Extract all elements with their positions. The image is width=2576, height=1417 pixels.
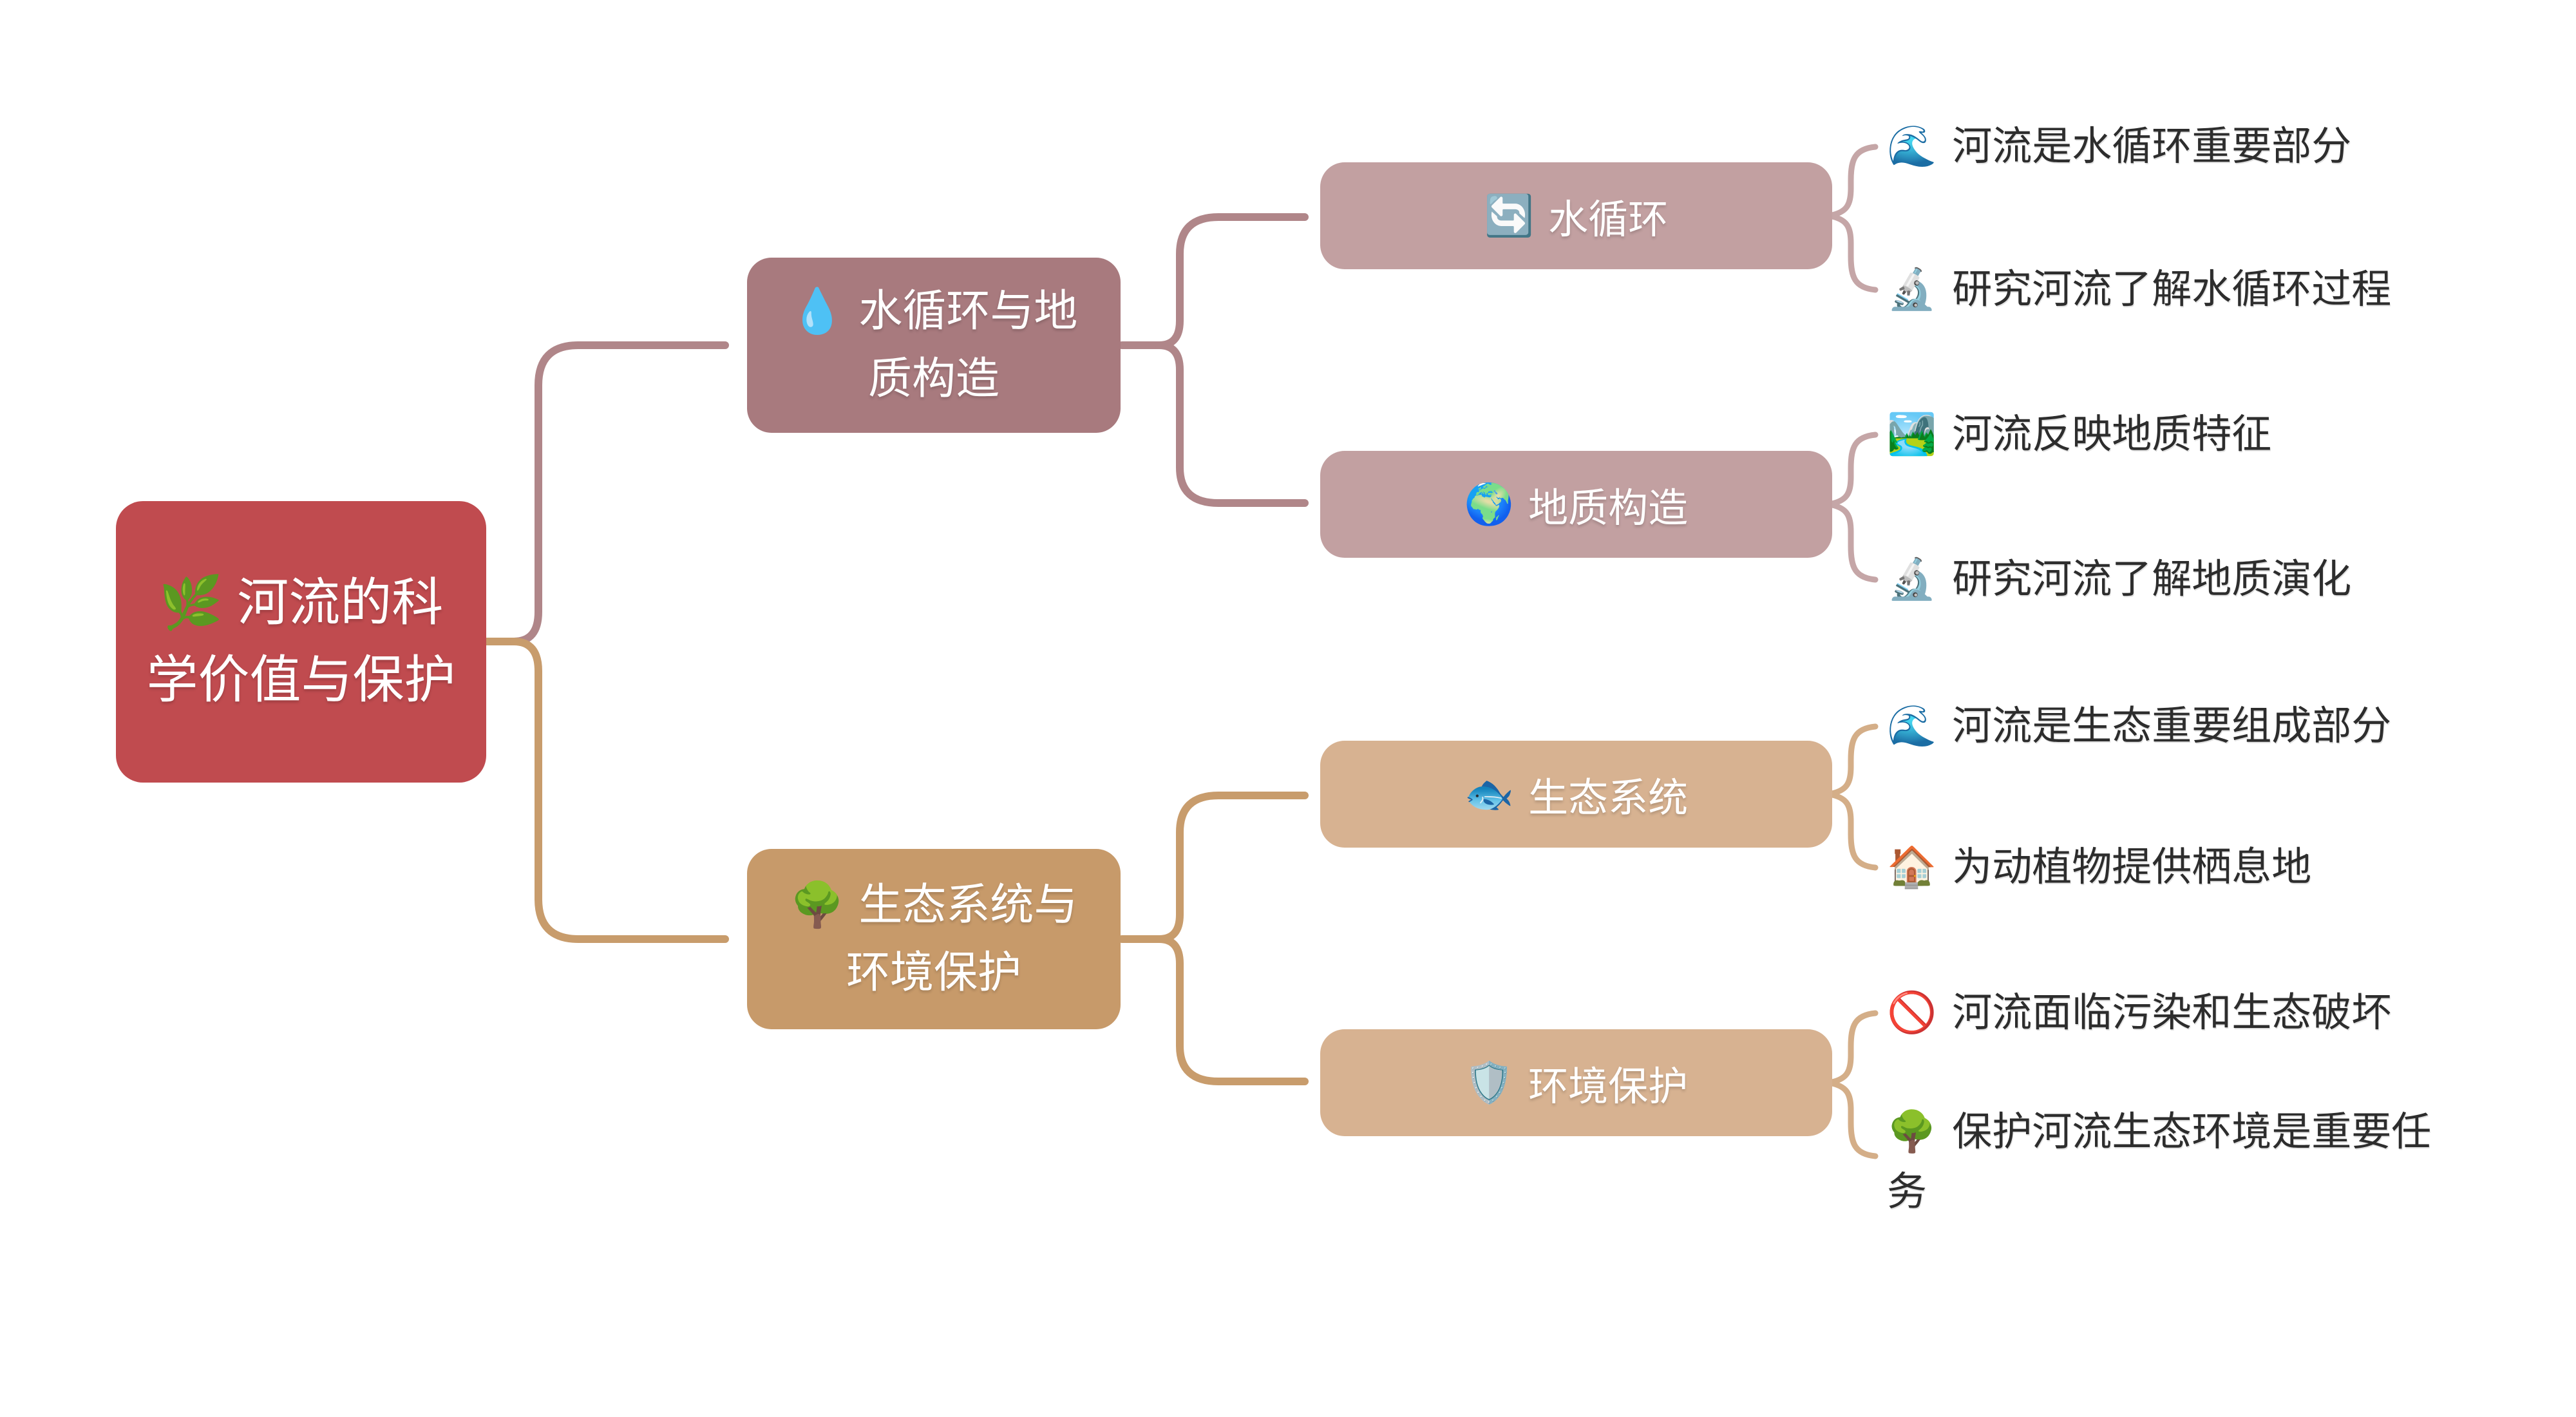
leaf-item-water-cycle-1[interactable]: 🌊 河流是水循环重要部分: [1887, 117, 2531, 177]
topic-env-label: 环境保护: [1528, 1065, 1689, 1109]
leaf-text: 河流面临污染和生态破坏: [1952, 991, 2392, 1035]
branch-node-eco-protection[interactable]: 🌳生态系统与环境保护: [747, 849, 1121, 1029]
leaf-item-geology-2[interactable]: 🔬 研究河流了解地质演化: [1887, 550, 2531, 610]
fish-icon: 🐟: [1464, 772, 1515, 817]
connector-root-to-branch-water: [510, 341, 729, 645]
leaf-text: 研究河流了解地质演化: [1952, 558, 2352, 602]
topic-node-ecosystem[interactable]: 🐟 生态系统: [1320, 741, 1832, 848]
wave-icon: 🌊: [1887, 705, 1937, 748]
leaf-text: 河流是水循环重要部分: [1952, 125, 2352, 169]
leaf-item-water-cycle-2[interactable]: 🔬 研究河流了解水循环过程: [1887, 260, 2531, 320]
leaf-item-env-protection-1[interactable]: 🚫 河流面临污染和生态破坏: [1887, 984, 2531, 1043]
connector-branch-water-to-topic-water: [1155, 213, 1309, 349]
leaf-text: 河流反映地质特征: [1952, 413, 2272, 457]
mindmap-root-node[interactable]: 🌿河流的科学价值与保护: [116, 501, 486, 783]
microscope-icon: 🔬: [1887, 268, 1937, 312]
leaf-text: 为动植物提供栖息地: [1952, 846, 2312, 889]
branch-eco-label: 🌳生态系统与环境保护: [790, 880, 1078, 997]
prohibited-icon: 🚫: [1887, 991, 1937, 1035]
leaf-text: 河流是生态重要组成部分: [1952, 705, 2392, 748]
leaf-item-ecosystem-1[interactable]: 🌊 河流是生态重要组成部分: [1887, 697, 2531, 757]
leaf-item-ecosystem-2[interactable]: 🏠 为动植物提供栖息地: [1887, 838, 2531, 898]
leaf-text: 保护河流生态环境是重要任务: [1887, 1110, 2432, 1214]
wave-icon: 🌊: [1887, 125, 1937, 169]
leaf-text: 研究河流了解水循环过程: [1952, 268, 2392, 312]
brace-topic-water: [1826, 144, 1879, 293]
deciduous-tree-icon: 🌳: [790, 880, 845, 929]
brace-topic-env: [1826, 1010, 1879, 1159]
brace-topic-geo: [1826, 432, 1879, 583]
connector-branch-eco-to-topic-env: [1155, 935, 1309, 1085]
topic-water-label: 水循环: [1548, 198, 1669, 242]
droplet-icon: 💧: [790, 286, 845, 336]
connector-branch-water-to-topic-geo: [1155, 341, 1309, 507]
branch-node-water-geology[interactable]: 💧水循环与地质构造: [747, 258, 1121, 433]
house-icon: 🏠: [1887, 846, 1937, 889]
topic-geo-label: 地质构造: [1528, 487, 1689, 531]
connector-branch-eco-to-topic-ecosys: [1155, 792, 1309, 943]
national-park-icon: 🏞️: [1887, 413, 1937, 457]
topic-node-water-cycle[interactable]: 🔄 水循环: [1320, 162, 1832, 269]
leaf-item-geology-1[interactable]: 🏞️ 河流反映地质特征: [1887, 405, 2531, 465]
topic-ecosys-label: 生态系统: [1528, 777, 1689, 821]
herb-icon: 🌿: [158, 575, 223, 632]
branch-water-label: 💧水循环与地质构造: [790, 286, 1078, 403]
root-label: 🌿河流的科学价值与保护: [146, 575, 456, 709]
tree-icon: 🌳: [1887, 1110, 1937, 1154]
arrows-cycle-icon: 🔄: [1484, 194, 1535, 238]
leaf-item-env-protection-2[interactable]: 🌳保护河流生态环境是重要任务: [1887, 1103, 2434, 1222]
shield-icon: 🛡️: [1464, 1061, 1515, 1105]
brace-topic-ecosys: [1826, 723, 1879, 871]
microscope-icon: 🔬: [1887, 558, 1937, 602]
globe-icon: 🌍: [1464, 482, 1515, 527]
topic-node-geology[interactable]: 🌍 地质构造: [1320, 451, 1832, 558]
connector-root-to-branch-eco: [510, 638, 729, 943]
topic-node-env-protection[interactable]: 🛡️ 环境保护: [1320, 1029, 1832, 1136]
